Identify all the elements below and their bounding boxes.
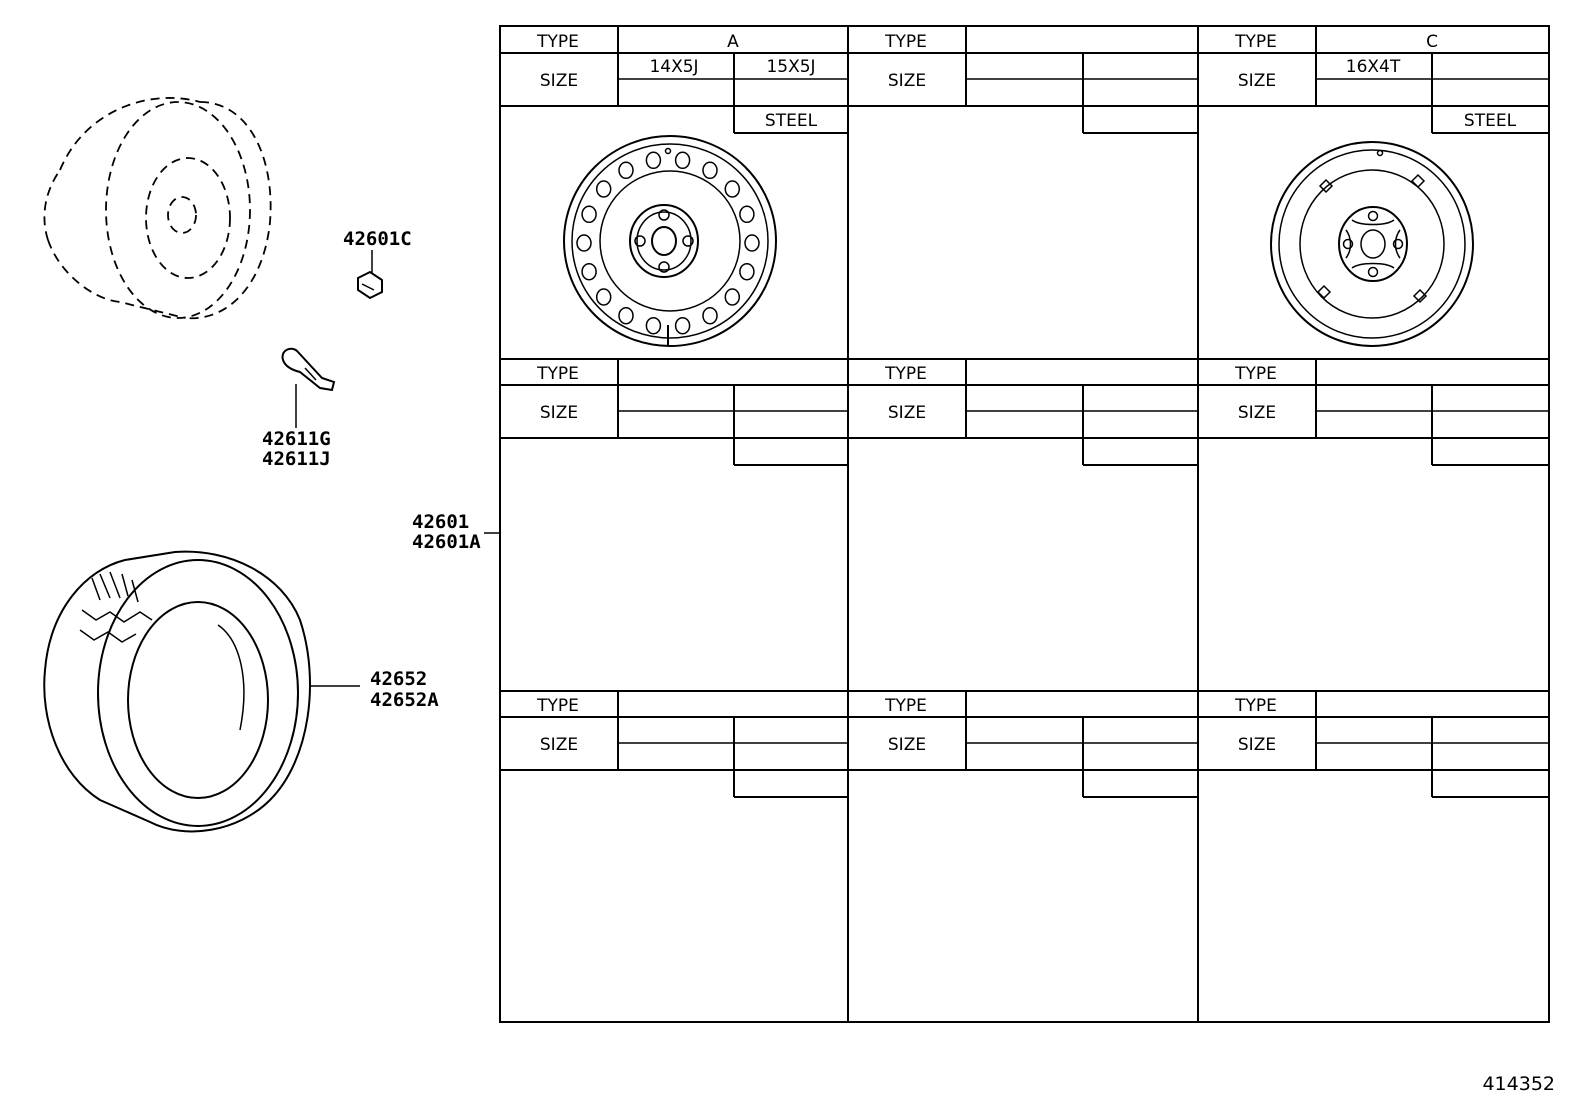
vent-hole bbox=[645, 316, 662, 335]
type-label: TYPE bbox=[884, 32, 927, 52]
size-label: SIZE bbox=[540, 735, 578, 755]
vent-hole bbox=[702, 306, 718, 325]
type-label: TYPE bbox=[536, 364, 579, 384]
size-value: 16X4T bbox=[1346, 57, 1401, 77]
wheel-table bbox=[499, 25, 1550, 1023]
size-label: SIZE bbox=[888, 71, 926, 91]
size-label: SIZE bbox=[888, 735, 926, 755]
size-label: SIZE bbox=[888, 403, 926, 423]
cap-nut-icon bbox=[357, 250, 383, 300]
cell-header-r2c2 bbox=[848, 359, 1198, 466]
cell-header-r2c3 bbox=[1198, 359, 1549, 466]
type-label: TYPE bbox=[884, 696, 927, 716]
part-label-42611j: 42611J bbox=[262, 448, 331, 470]
spare-wheel-illustration-dashed bbox=[43, 97, 272, 320]
vent-hole bbox=[724, 288, 741, 306]
cell-header-r3c3 bbox=[1198, 691, 1549, 798]
size-label: SIZE bbox=[1238, 735, 1276, 755]
vent-hole bbox=[724, 180, 741, 198]
vent-hole bbox=[618, 161, 634, 180]
vent-hole bbox=[744, 234, 760, 252]
vent-hole bbox=[674, 316, 691, 335]
part-label-42652a: 42652A bbox=[370, 689, 439, 711]
type-value: C bbox=[1426, 32, 1438, 52]
steel-wheel-c-icon bbox=[1270, 141, 1474, 347]
size-label: SIZE bbox=[540, 71, 578, 91]
type-label: TYPE bbox=[1234, 364, 1277, 384]
vent-hole bbox=[595, 288, 612, 306]
vent-hole bbox=[581, 205, 597, 224]
cell-header-r1c2 bbox=[848, 26, 1198, 134]
vent-hole bbox=[645, 151, 662, 170]
type-label: TYPE bbox=[1234, 696, 1277, 716]
material-value: STEEL bbox=[765, 111, 818, 131]
steel-wheel-a-icon bbox=[563, 135, 777, 347]
tire-illustration bbox=[43, 550, 311, 833]
type-label: TYPE bbox=[536, 32, 579, 52]
type-label: TYPE bbox=[884, 364, 927, 384]
part-label-42601a: 42601A bbox=[412, 531, 481, 553]
cell-header-r1c1 bbox=[500, 26, 848, 134]
cell-header-r3c1 bbox=[500, 691, 848, 798]
size-label: SIZE bbox=[540, 403, 578, 423]
type-value: A bbox=[727, 32, 739, 52]
vent-hole bbox=[581, 262, 597, 281]
part-label-42652: 42652 bbox=[370, 668, 427, 690]
material-value: STEEL bbox=[1464, 111, 1517, 131]
vent-hole bbox=[739, 205, 755, 224]
vent-hole bbox=[739, 262, 755, 281]
valve-stem-icon bbox=[281, 347, 336, 428]
vent-hole bbox=[595, 180, 612, 198]
size-label: SIZE bbox=[1238, 71, 1276, 91]
type-label: TYPE bbox=[536, 696, 579, 716]
part-label-42601: 42601 bbox=[412, 511, 469, 533]
size-value: 14X5J bbox=[649, 57, 698, 77]
size-label: SIZE bbox=[1238, 403, 1276, 423]
vent-hole bbox=[618, 306, 634, 325]
vent-hole bbox=[674, 151, 691, 170]
cell-header-r1c3 bbox=[1198, 26, 1549, 134]
vent-hole bbox=[702, 161, 718, 180]
part-label-42601c: 42601C bbox=[343, 228, 412, 250]
size-value: 15X5J bbox=[766, 57, 815, 77]
cell-header-r2c1 bbox=[500, 359, 848, 466]
diagram-id: 414352 bbox=[1482, 1073, 1555, 1095]
vent-hole bbox=[576, 234, 592, 252]
type-label: TYPE bbox=[1234, 32, 1277, 52]
part-label-42611g: 42611G bbox=[262, 428, 331, 450]
cell-header-r3c2 bbox=[848, 691, 1198, 798]
